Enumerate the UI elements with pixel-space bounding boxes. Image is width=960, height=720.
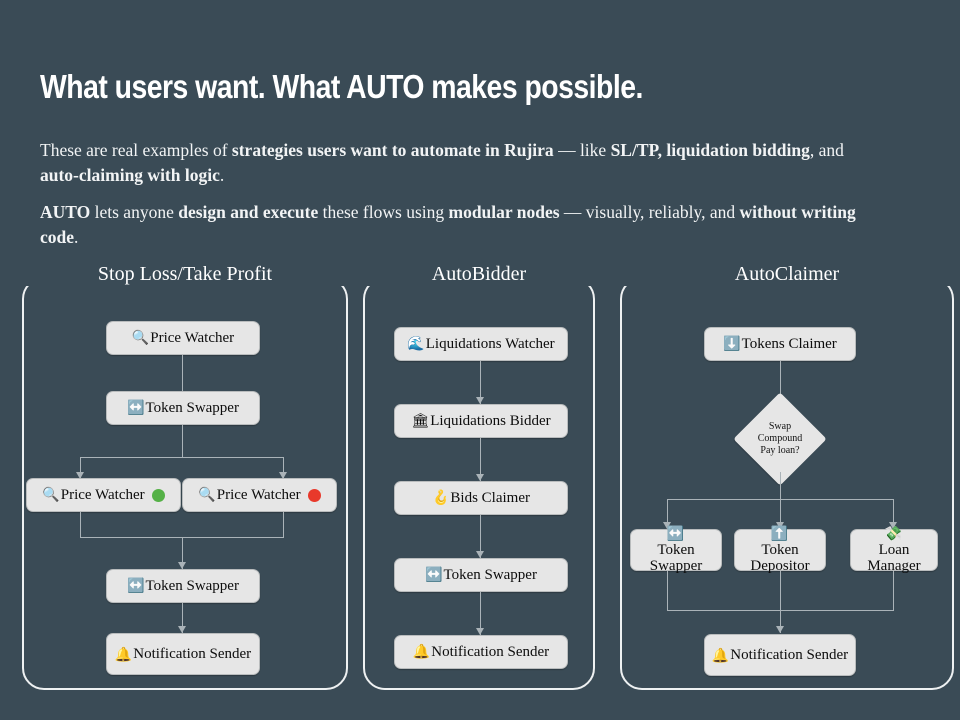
magnifier-icon: 🔍	[42, 487, 60, 503]
connector-arrow	[476, 474, 484, 481]
node-price-watcher-green[interactable]: 🔍Price Watcher	[26, 478, 181, 512]
node-tokens-claimer[interactable]: ⬇️Tokens Claimer	[704, 327, 856, 361]
lead-paragraph-1: These are real examples of strategies us…	[40, 138, 872, 188]
status-dot-green	[151, 488, 165, 502]
decision-line-3: Pay loan?	[760, 445, 800, 457]
connector-arrow	[279, 472, 287, 479]
lead1-text-4: .	[219, 164, 225, 185]
lead1-text-2: — like	[553, 140, 611, 160]
left-right-arrow-icon: ↔️	[127, 400, 145, 416]
left-right-arrow-icon: ↔️	[127, 578, 145, 594]
decision-diamond-label: Swap Compound Pay loan?	[735, 410, 825, 468]
lead-paragraph-2: AUTO lets anyone design and execute thes…	[40, 200, 872, 250]
lead2-text-3: — visually, reliably, and	[559, 202, 740, 222]
connector-arrow	[889, 522, 897, 529]
connector-v	[780, 361, 782, 404]
left-right-arrow-icon: ↔️	[425, 567, 443, 583]
lead2-bold-2: design and execute	[178, 202, 319, 222]
connector-arrow	[776, 626, 784, 633]
connector-v	[667, 499, 669, 529]
connector-v	[80, 457, 82, 479]
node-token-depositor[interactable]: ⬆️Token Depositor	[734, 525, 826, 574]
flow-card-stop-loss-take-profit: Stop Loss/Take Profit 🔍Price Watcher ↔️T…	[22, 263, 348, 690]
connector-arrow	[476, 551, 484, 558]
card-title-autoclaimer: AutoClaimer	[622, 263, 952, 286]
bell-icon: 🔔	[114, 646, 133, 663]
lead1-text-3: , and	[809, 140, 844, 160]
node-notification-sender[interactable]: 🔔Notification Sender	[704, 634, 856, 676]
status-dot-red	[307, 488, 321, 502]
connector-arrow	[76, 472, 84, 479]
node-token-swapper[interactable]: ↔️Token Swapper	[394, 558, 568, 592]
node-price-watcher-top[interactable]: 🔍Price Watcher	[106, 321, 260, 355]
hook-icon: 🪝	[431, 490, 450, 506]
money-icon: 💸	[884, 525, 903, 542]
connector-arrow	[178, 562, 186, 569]
node-liquidations-bidder[interactable]: 🏛Liquidations Bidder	[394, 404, 568, 438]
node-liquidations-watcher[interactable]: 🌊Liquidations Watcher	[394, 327, 568, 361]
connector-v	[893, 571, 895, 611]
node-bids-claimer[interactable]: 🪝Bids Claimer	[394, 481, 568, 515]
connector-v	[893, 499, 895, 529]
connector-h	[80, 457, 284, 459]
connector-v	[182, 537, 184, 569]
connector-arrow	[776, 522, 784, 529]
lead1-bold-2: SL/TP, liquidation bidding	[610, 140, 810, 160]
node-notification-sender[interactable]: 🔔Notification Sender	[394, 635, 568, 669]
magnifier-icon: 🔍	[131, 330, 150, 346]
node-token-swapper-mid[interactable]: ↔️Token Swapper	[106, 391, 260, 425]
lead1-bold-3: auto-claiming with logic	[40, 164, 220, 185]
bell-icon: 🔔	[711, 647, 730, 664]
lead2-bold-4: without writing code	[40, 202, 856, 247]
connector-v	[667, 571, 669, 611]
connector-v	[283, 512, 285, 538]
node-token-swapper-bottom[interactable]: ↔️Token Swapper	[106, 569, 260, 603]
connector-v	[480, 515, 482, 558]
node-token-swapper[interactable]: ↔️Token Swapper	[630, 525, 722, 574]
connector-v	[182, 603, 184, 633]
magnifier-icon: 🔍	[198, 487, 216, 503]
wave-icon: 🌊	[407, 336, 425, 352]
flow-card-autobidder: AutoBidder 🌊Liquidations Watcher 🏛Liquid…	[363, 263, 595, 690]
flow-card-autoclaimer: AutoClaimer ⬇️Tokens Claimer Swap Compou…	[620, 263, 954, 690]
lead2-text-4: .	[74, 226, 79, 247]
connector-v	[182, 425, 184, 458]
node-notification-sender[interactable]: 🔔Notification Sender	[106, 633, 260, 675]
lead2-bold-1: AUTO	[40, 202, 91, 222]
connector-v	[480, 361, 482, 404]
connector-v	[780, 571, 782, 633]
down-arrow-icon: ⬇️	[723, 336, 741, 352]
lead2-bold-3: modular nodes	[448, 202, 560, 222]
lead1-text-1: These are real examples of	[40, 140, 232, 160]
card-title-stop-loss-take-profit: Stop Loss/Take Profit	[24, 263, 346, 286]
up-arrow-icon: ⬆️	[770, 525, 789, 542]
left-right-arrow-icon: ↔️	[666, 525, 685, 542]
node-loan-manager[interactable]: 💸Loan Manager	[850, 525, 938, 574]
connector-arrow	[663, 522, 671, 529]
connector-arrow	[178, 626, 186, 633]
node-price-watcher-red[interactable]: 🔍Price Watcher	[182, 478, 337, 512]
connector-v	[780, 499, 782, 529]
connector-v	[182, 355, 184, 399]
lead2-text-1: lets anyone	[90, 202, 179, 222]
connector-v	[780, 472, 782, 500]
lead1-bold-1: strategies users want to automate in Ruj…	[231, 140, 554, 160]
connector-arrow	[476, 628, 484, 635]
decision-line-2: Compound	[757, 432, 803, 444]
connector-arrow	[476, 397, 484, 404]
connector-v	[480, 592, 482, 636]
card-title-autobidder: AutoBidder	[365, 263, 593, 286]
bell-icon: 🔔	[412, 644, 431, 660]
connector-v	[283, 457, 285, 479]
auction-icon: 🏛	[411, 413, 430, 429]
connector-v	[80, 512, 82, 538]
lead2-text-2: these flows using	[318, 202, 449, 222]
decision-line-1: Swap	[768, 420, 792, 432]
page-title: What users want. What AUTO makes possibl…	[40, 68, 643, 105]
connector-v	[480, 438, 482, 482]
